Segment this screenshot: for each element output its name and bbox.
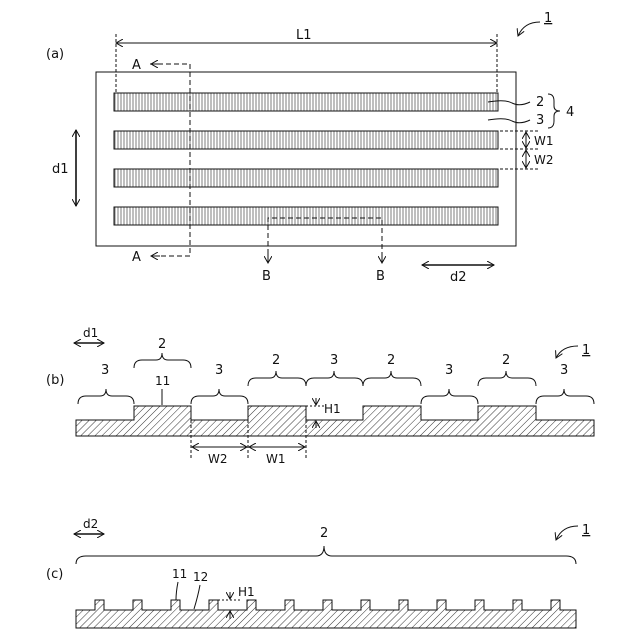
b-brace-label-6: 2 (387, 353, 395, 368)
b-w2-label: W2 (208, 452, 228, 466)
panel-c: (c) d2 1 2 11 12 H1 (46, 517, 590, 628)
b-d1-label: d1 (83, 326, 98, 340)
panel-b-label: (b) (46, 373, 64, 388)
b-brace-2 (134, 353, 191, 368)
figure-ref-arrow-b (556, 346, 578, 358)
w1-label: W1 (534, 134, 554, 148)
c-ref-12-leader (194, 585, 200, 609)
strip-3 (114, 169, 498, 187)
brace-4 (548, 94, 560, 128)
section-a-label-bottom: A (132, 250, 141, 265)
c-ref-11-label: 11 (172, 567, 187, 581)
figure-ref-b: 1 (582, 343, 590, 358)
strip-4 (114, 207, 498, 225)
b-brace-label-9: 3 (560, 363, 568, 378)
c-d2-label: d2 (83, 517, 98, 531)
callout-2-label: 2 (536, 95, 544, 110)
panel-c-label: (c) (46, 567, 63, 582)
c-brace-label: 2 (320, 526, 328, 541)
b-ref-11-label: 11 (155, 374, 170, 388)
figure-ref-arrow-top (518, 22, 540, 36)
b-brace-label-3: 3 (215, 363, 223, 378)
b-h1-label: H1 (324, 402, 341, 416)
w2-label: W2 (534, 153, 554, 167)
c-cross-section (76, 600, 576, 628)
callout-3-leader (488, 119, 530, 123)
c-brace (76, 546, 576, 564)
c-ref-12-label: 12 (193, 570, 208, 584)
b-brace-label-4: 2 (272, 353, 280, 368)
b-w1-label: W1 (266, 452, 286, 466)
c-h1-label: H1 (238, 585, 255, 599)
figure-ref-top: 1 (544, 11, 552, 26)
panel-a-label: (a) (46, 47, 64, 62)
b-brace-label-8: 2 (502, 353, 510, 368)
d1-label: d1 (52, 162, 69, 177)
section-a-label-top: A (132, 58, 141, 73)
c-ref-11-leader (176, 582, 178, 600)
panel-b: (b) d1 1 3 2 3 2 3 2 3 2 3 11 (46, 326, 594, 466)
b-brace-label-2: 2 (158, 337, 166, 352)
callout-3-label: 3 (536, 113, 544, 128)
b-brace-label-7: 3 (445, 363, 453, 378)
strip-2 (114, 131, 498, 149)
b-brace-7 (421, 389, 478, 404)
b-brace-label-5: 3 (330, 353, 338, 368)
section-b-label-right: B (376, 269, 385, 284)
b-brace-4 (248, 371, 306, 386)
b-brace-6 (363, 371, 421, 386)
b-brace-1 (78, 389, 134, 404)
l1-label: L1 (296, 28, 312, 43)
b-brace-9 (536, 389, 594, 404)
callout-4-label: 4 (566, 105, 574, 120)
b-brace-8 (478, 371, 536, 386)
d2-label: d2 (450, 270, 467, 285)
b-brace-3 (191, 389, 248, 404)
figure-ref-arrow-c (556, 526, 578, 540)
strip-1 (114, 93, 498, 111)
b-brace-5 (306, 371, 363, 386)
b-brace-label-1: 3 (101, 363, 109, 378)
figure-ref-c: 1 (582, 523, 590, 538)
panel-a: (a) 1 L1 A A B B d1 d2 (46, 11, 574, 285)
section-b-label-left: B (262, 269, 271, 284)
